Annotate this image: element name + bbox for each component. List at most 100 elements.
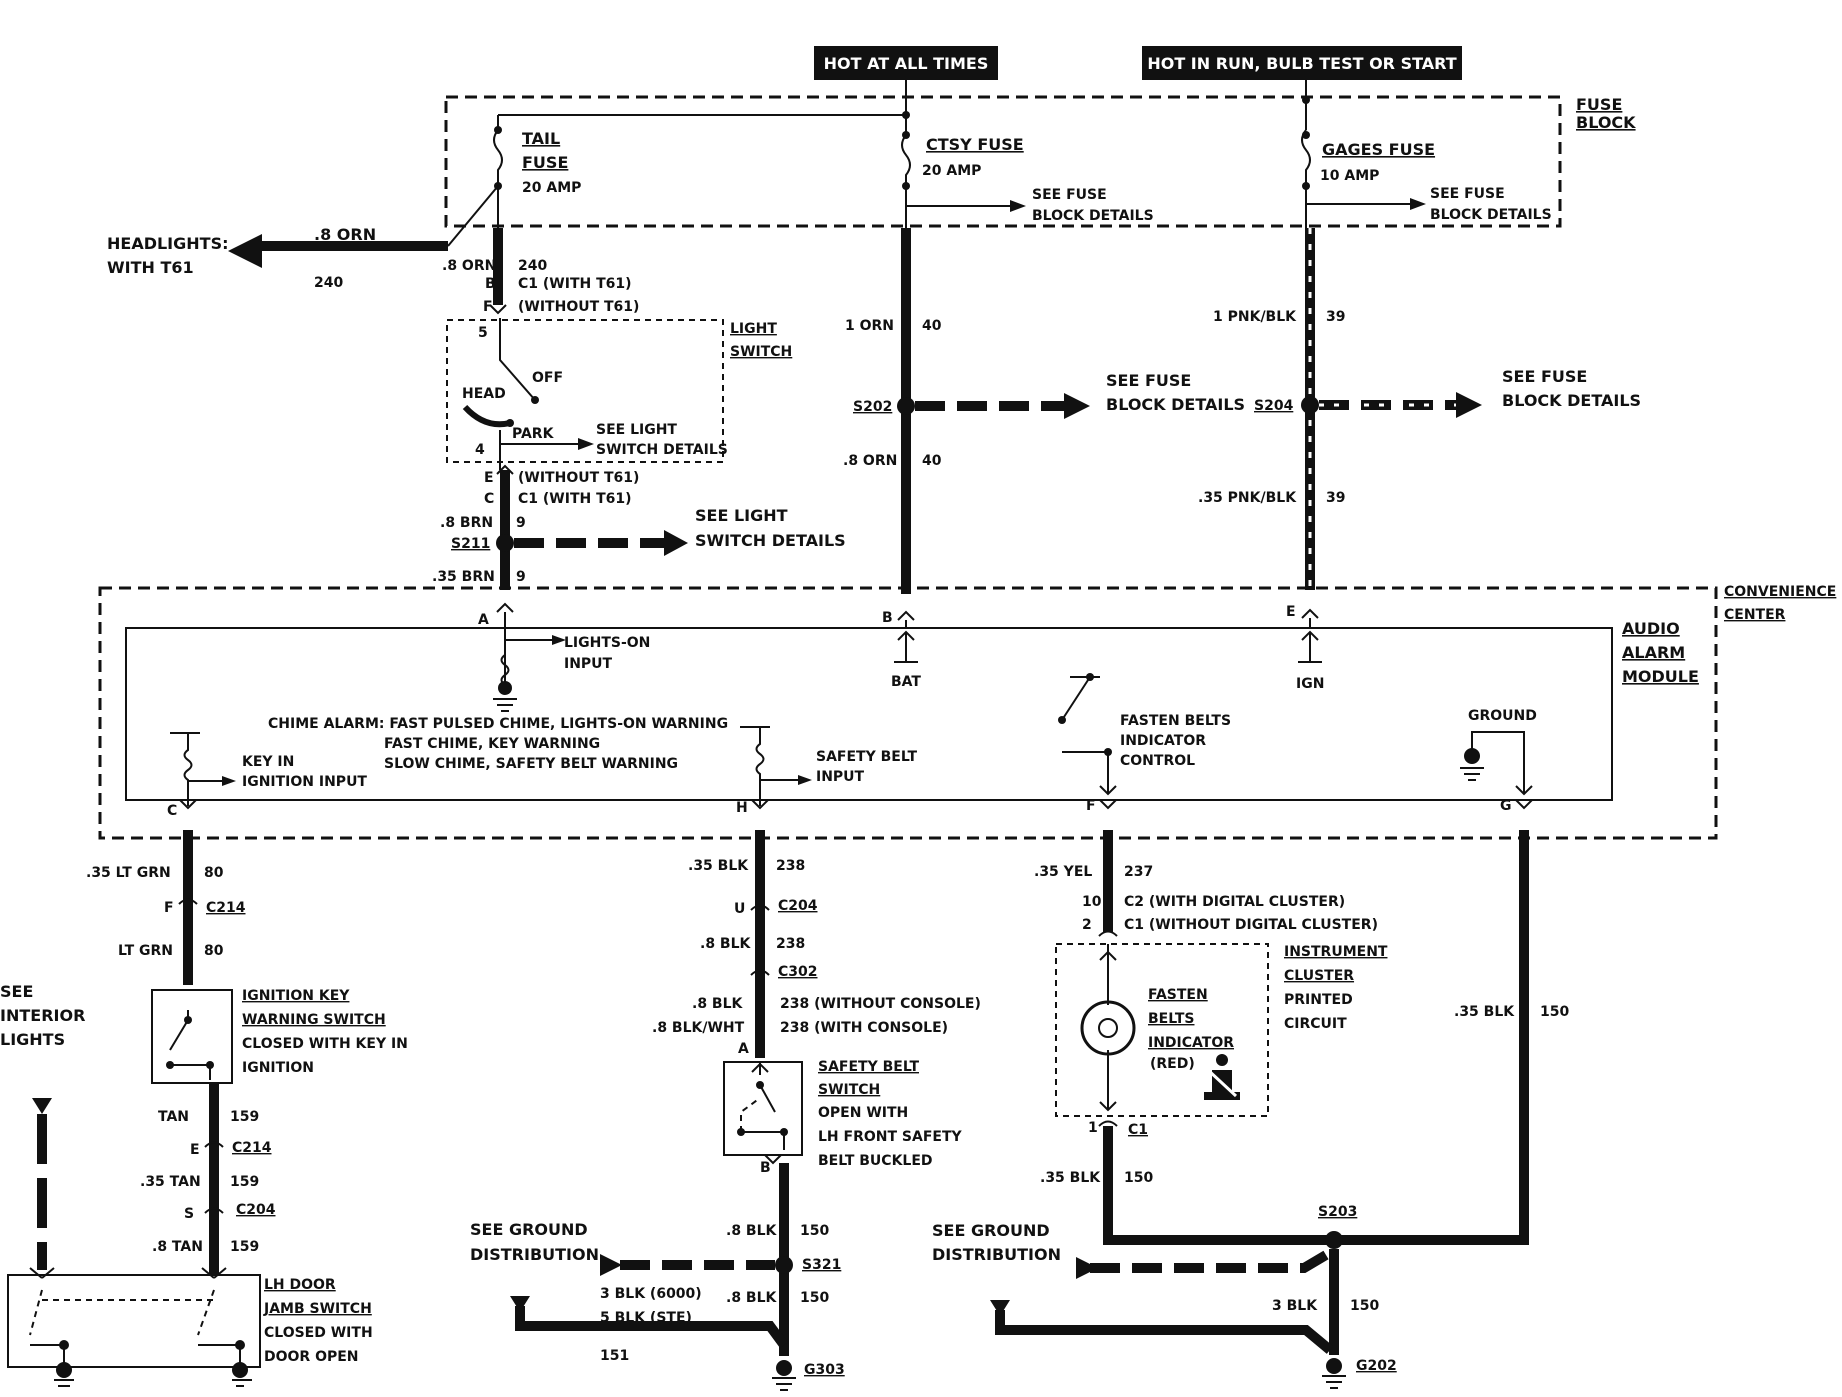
belt-input-label: SAFETY BELT bbox=[816, 749, 917, 765]
c214-connector-icon bbox=[204, 1141, 224, 1148]
belt-see-ground-label-2: DISTRIBUTION bbox=[470, 1245, 599, 1264]
light-switch-off: OFF bbox=[532, 370, 563, 386]
gages-fuse-amp: 10 AMP bbox=[1320, 168, 1379, 184]
fasten-control-label: FASTEN BELTS bbox=[1120, 713, 1231, 729]
splice-s321-label: S321 bbox=[802, 1257, 841, 1273]
light-switch-title: LIGHT bbox=[730, 321, 777, 337]
seatbelt-icon bbox=[1204, 1054, 1240, 1100]
belt-circuit5-label: 150 bbox=[800, 1223, 829, 1239]
arrow-icon bbox=[578, 438, 594, 450]
indicator-wire-lower bbox=[1103, 1126, 1334, 1245]
arrow-icon bbox=[1010, 200, 1026, 212]
gages-see-fuse-label: SEE FUSE bbox=[1430, 186, 1505, 202]
g303-label: G303 bbox=[804, 1362, 845, 1378]
connector-icon bbox=[1098, 1120, 1118, 1127]
lamp-label-2: BELTS bbox=[1148, 1011, 1194, 1027]
door-jamb-label-4: DOOR OPEN bbox=[264, 1349, 359, 1365]
gages-wire2-label: .35 PNK/BLK bbox=[1198, 490, 1297, 506]
indicator-circuit2-label: 150 bbox=[1124, 1170, 1153, 1186]
ctsy-wire-label: 1 ORN bbox=[845, 318, 894, 334]
ctsy-see-fuse-label: SEE FUSE bbox=[1032, 187, 1107, 203]
ctsy-circuit2-label: 40 bbox=[922, 453, 942, 469]
pin-b-label: B bbox=[882, 610, 893, 626]
resistor-icon bbox=[500, 654, 510, 686]
belt-wire5-label: .8 BLK bbox=[726, 1223, 778, 1239]
lamp-label-4: (RED) bbox=[1150, 1056, 1195, 1072]
key-in-label: KEY IN bbox=[242, 754, 294, 770]
indicator-lamp-icon bbox=[1080, 1000, 1136, 1056]
tail-without-label: (WITHOUT T61) bbox=[518, 299, 639, 315]
arrow-icon bbox=[798, 775, 812, 785]
convenience-center-label-2: CENTER bbox=[1724, 607, 1786, 623]
key-pin-e: E bbox=[190, 1142, 200, 1158]
interior-see-label-3: LIGHTS bbox=[0, 1030, 65, 1049]
cluster-label: INSTRUMENT bbox=[1284, 944, 1388, 960]
connector-icon bbox=[1098, 930, 1118, 937]
lamp-label-3: INDICATOR bbox=[1148, 1035, 1234, 1051]
tail-fuse-amp: 20 AMP bbox=[522, 180, 581, 196]
c214-connector-icon bbox=[178, 898, 198, 905]
alarm-module-title: AUDIO bbox=[1622, 619, 1680, 638]
g303-ground-icon bbox=[776, 1360, 792, 1376]
key-circuit4-label: 159 bbox=[230, 1174, 259, 1190]
interior-see-label-2: INTERIOR bbox=[0, 1006, 85, 1025]
lights-on-label-2: INPUT bbox=[564, 656, 613, 672]
g202-label: G202 bbox=[1356, 1358, 1397, 1374]
arrow-icon bbox=[1456, 392, 1482, 418]
headlight-wire-label: .8 ORN bbox=[314, 225, 376, 244]
light-switch-title-2: SWITCH bbox=[730, 344, 792, 360]
indicator-pin1: 1 bbox=[1088, 1120, 1098, 1136]
pin-h-connector-icon bbox=[751, 799, 769, 810]
brn-see-label: SEE LIGHT bbox=[695, 506, 788, 525]
splice-s211-icon bbox=[496, 534, 514, 552]
chime-line-1: CHIME ALARM: FAST PULSED CHIME, LIGHTS-O… bbox=[268, 716, 728, 732]
chime-line-2: FAST CHIME, KEY WARNING bbox=[384, 736, 600, 752]
brn-without-label: (WITHOUT T61) bbox=[518, 470, 639, 486]
key-c204-label: C204 bbox=[236, 1202, 276, 1218]
bus-node-icon bbox=[1302, 96, 1310, 104]
indicator-c2-label: C2 (WITH DIGITAL CLUSTER) bbox=[1124, 894, 1345, 910]
indicator-wire2-label: .35 BLK bbox=[1040, 1170, 1101, 1186]
light-switch-head-icon bbox=[462, 404, 511, 428]
key-circuit5-label: 159 bbox=[230, 1239, 259, 1255]
belt-c302-label: C302 bbox=[778, 964, 818, 980]
light-switch-box bbox=[446, 319, 724, 463]
brn-wire-label: .8 BRN bbox=[440, 515, 493, 531]
belt-circuit1-label: 238 bbox=[776, 858, 805, 874]
bat-icon bbox=[894, 630, 918, 663]
belt-switch-label-2: SWITCH bbox=[818, 1082, 880, 1098]
tail-pin-b: B bbox=[485, 276, 496, 292]
pin-b-connector-icon bbox=[897, 610, 915, 628]
splice-s211-label: S211 bbox=[451, 536, 490, 552]
key-pin-s: S bbox=[184, 1206, 194, 1222]
g202-circuit-label: 150 bbox=[1350, 1298, 1379, 1314]
ctsy-fuse-label: CTSY FUSE bbox=[926, 135, 1024, 154]
ign-label: IGN bbox=[1296, 676, 1324, 692]
gages-circuit2-label: 39 bbox=[1326, 490, 1345, 506]
ignition-switch-label: IGNITION KEY bbox=[242, 988, 350, 1004]
pin-g-connector-icon bbox=[1515, 799, 1533, 810]
indicator-pin2: 2 bbox=[1082, 917, 1092, 933]
g303-ground-wire bbox=[515, 1306, 789, 1348]
splice-s202-icon bbox=[897, 397, 915, 415]
belt-wire1-label: .35 BLK bbox=[688, 858, 749, 874]
lamp-label: FASTEN bbox=[1148, 987, 1208, 1003]
gages-fuse-label: GAGES FUSE bbox=[1322, 140, 1435, 159]
ignition-switch-label-3: CLOSED WITH KEY IN bbox=[242, 1036, 408, 1052]
ground-icon bbox=[1460, 767, 1484, 781]
ctsy-see-label-2: BLOCK DETAILS bbox=[1106, 395, 1245, 414]
tail-fuse-headlight-tap bbox=[447, 185, 499, 247]
brn-circuit2-label: 9 bbox=[516, 569, 526, 585]
key-c214-label: C214 bbox=[206, 900, 246, 916]
gages-fuse-icon bbox=[1301, 129, 1311, 230]
door-jamb-label-2: JAMB SWITCH bbox=[263, 1301, 372, 1317]
splice-s203-icon bbox=[1325, 1231, 1343, 1249]
headlights-label-2: WITH T61 bbox=[107, 258, 194, 277]
belt-circuit6-label: 150 bbox=[800, 1290, 829, 1306]
s203-see-ground-wire bbox=[1090, 1250, 1329, 1273]
belt-wire3-label: .8 BLK bbox=[692, 996, 744, 1012]
g202-wire-label: 3 BLK bbox=[1272, 1298, 1318, 1314]
g202-ground-icon bbox=[1326, 1358, 1342, 1374]
arrow-icon bbox=[600, 1254, 622, 1276]
belt-circuit2-label: 238 bbox=[776, 936, 805, 952]
